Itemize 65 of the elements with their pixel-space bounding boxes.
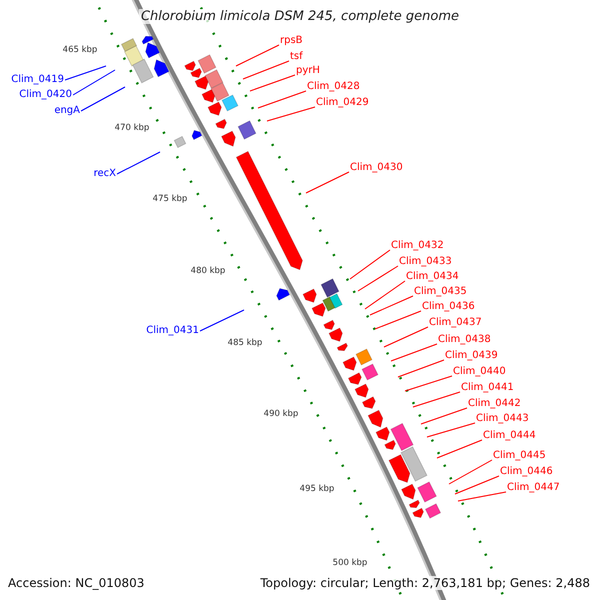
leader-line	[306, 172, 350, 194]
position-tick-label: 500 kbp	[332, 558, 368, 568]
gene-label: rpsB	[280, 35, 303, 47]
gene-label: Clim_0428	[307, 81, 360, 93]
position-tick-label: 490 kbp	[264, 409, 298, 419]
gene-label: Clim_0447	[507, 482, 560, 494]
gene-label: Clim_0434	[406, 271, 459, 283]
leader-line	[436, 440, 482, 458]
accession-label: Accession: NC_010803	[8, 576, 144, 590]
gene-label: Clim_0420	[19, 89, 72, 101]
gene-label: Clim_0445	[493, 450, 546, 462]
title: Chlorobium limicola DSM 245, complete genome	[138, 9, 462, 24]
leader-line	[398, 360, 444, 378]
leader-line	[236, 44, 280, 66]
position-tick-label: 480 kbp	[190, 266, 226, 276]
leader-line	[370, 296, 414, 316]
leader-line	[64, 66, 106, 80]
gene-label: Clim_0438	[438, 334, 491, 346]
gene-label: Clim_0441	[461, 382, 514, 394]
leader-line	[420, 408, 468, 424]
gene-label: Clim_0440	[453, 366, 506, 378]
gene-label: Clim_0439	[445, 350, 498, 362]
position-tick-label: 470 kbp	[114, 123, 150, 133]
genome-stats: Topology: circular; Length: 2,763,181 bp; Genes: 2,488	[260, 576, 590, 590]
gene-label: Clim_0430	[350, 162, 403, 174]
leader-line	[458, 492, 506, 502]
leader-line	[116, 152, 160, 174]
leader-line	[454, 476, 500, 494]
gene-label: Clim_0437	[429, 317, 482, 329]
leader-line	[258, 90, 306, 108]
leader-line	[250, 74, 296, 92]
position-tick-label: 485 kbp	[228, 338, 262, 348]
leader-line	[448, 460, 492, 484]
gene-label: Clim_0432	[391, 240, 444, 252]
gene-label: Clim_0419	[11, 74, 64, 86]
gene-label: Clim_0435	[414, 286, 467, 298]
leader-line	[350, 250, 390, 280]
position-tick-label: 495 kbp	[300, 484, 334, 494]
leader-line	[242, 60, 290, 80]
gene-label: pyrH	[296, 65, 320, 77]
leader-line	[390, 344, 438, 362]
leader-line	[426, 422, 476, 438]
leader-line	[364, 280, 406, 310]
leader-line	[384, 326, 428, 348]
gene-label: Clim_0429	[316, 97, 369, 109]
leader-line	[266, 106, 316, 122]
leader-line	[80, 86, 126, 112]
gene-label: recX	[94, 168, 116, 180]
position-tick-label: 465 kbp	[62, 45, 98, 55]
gene-label: Clim_0446	[500, 466, 553, 478]
gene-label: Clim_0442	[468, 398, 521, 410]
gene-label: Clim_0444	[483, 430, 536, 442]
leader-line	[358, 266, 398, 292]
gene-label: Clim_0436	[422, 301, 475, 313]
gene-label: Clim_0433	[399, 256, 452, 268]
gene-label: Clim_0443	[476, 413, 529, 425]
gene-label: engA	[54, 105, 80, 117]
leader-line	[72, 70, 116, 96]
position-tick-label: 475 kbp	[152, 194, 188, 204]
leader-line	[412, 392, 460, 408]
leader-line	[374, 310, 422, 330]
gene-label: tsf	[290, 51, 303, 63]
gene-label: Clim_0431	[146, 325, 199, 337]
leader-line	[404, 376, 452, 392]
leader-line	[200, 310, 244, 332]
